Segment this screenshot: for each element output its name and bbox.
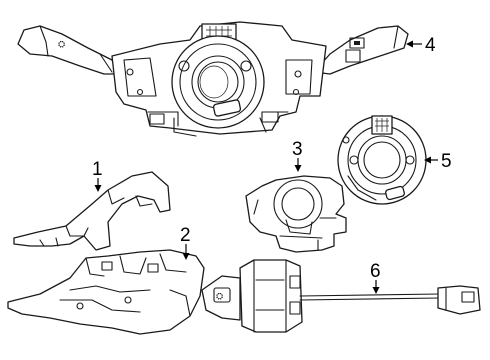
combination-switch-assembly: ⛭	[17, 21, 409, 137]
switch-with-cable: ⛭	[201, 259, 481, 333]
arrowhead-2	[182, 253, 190, 260]
svg-text:⛭: ⛭	[58, 40, 65, 50]
callout-2: 2	[180, 225, 191, 246]
right-stalk	[313, 25, 409, 75]
callout-4: 4	[425, 35, 436, 56]
svg-text:⛭: ⛭	[216, 292, 223, 302]
arrowhead-3	[294, 165, 302, 172]
arrowhead-4	[406, 40, 413, 48]
callout-6: 6	[370, 261, 381, 282]
callout-numbers: 4 5 3 1 2 6	[92, 35, 452, 282]
switch-housing	[111, 21, 327, 137]
arrowhead-5	[424, 156, 431, 164]
lower-column-shroud	[7, 249, 205, 335]
callout-5: 5	[441, 151, 452, 172]
upper-column-shroud	[13, 171, 171, 251]
arrowhead-6	[372, 287, 380, 294]
clock-spring	[337, 115, 427, 205]
callout-leaders	[94, 40, 438, 294]
callout-1: 1	[92, 159, 103, 180]
arrowhead-1	[94, 185, 102, 192]
left-stalk: ⛭	[17, 25, 119, 75]
steering-angle-sensor	[245, 175, 347, 253]
callout-3: 3	[292, 139, 303, 160]
